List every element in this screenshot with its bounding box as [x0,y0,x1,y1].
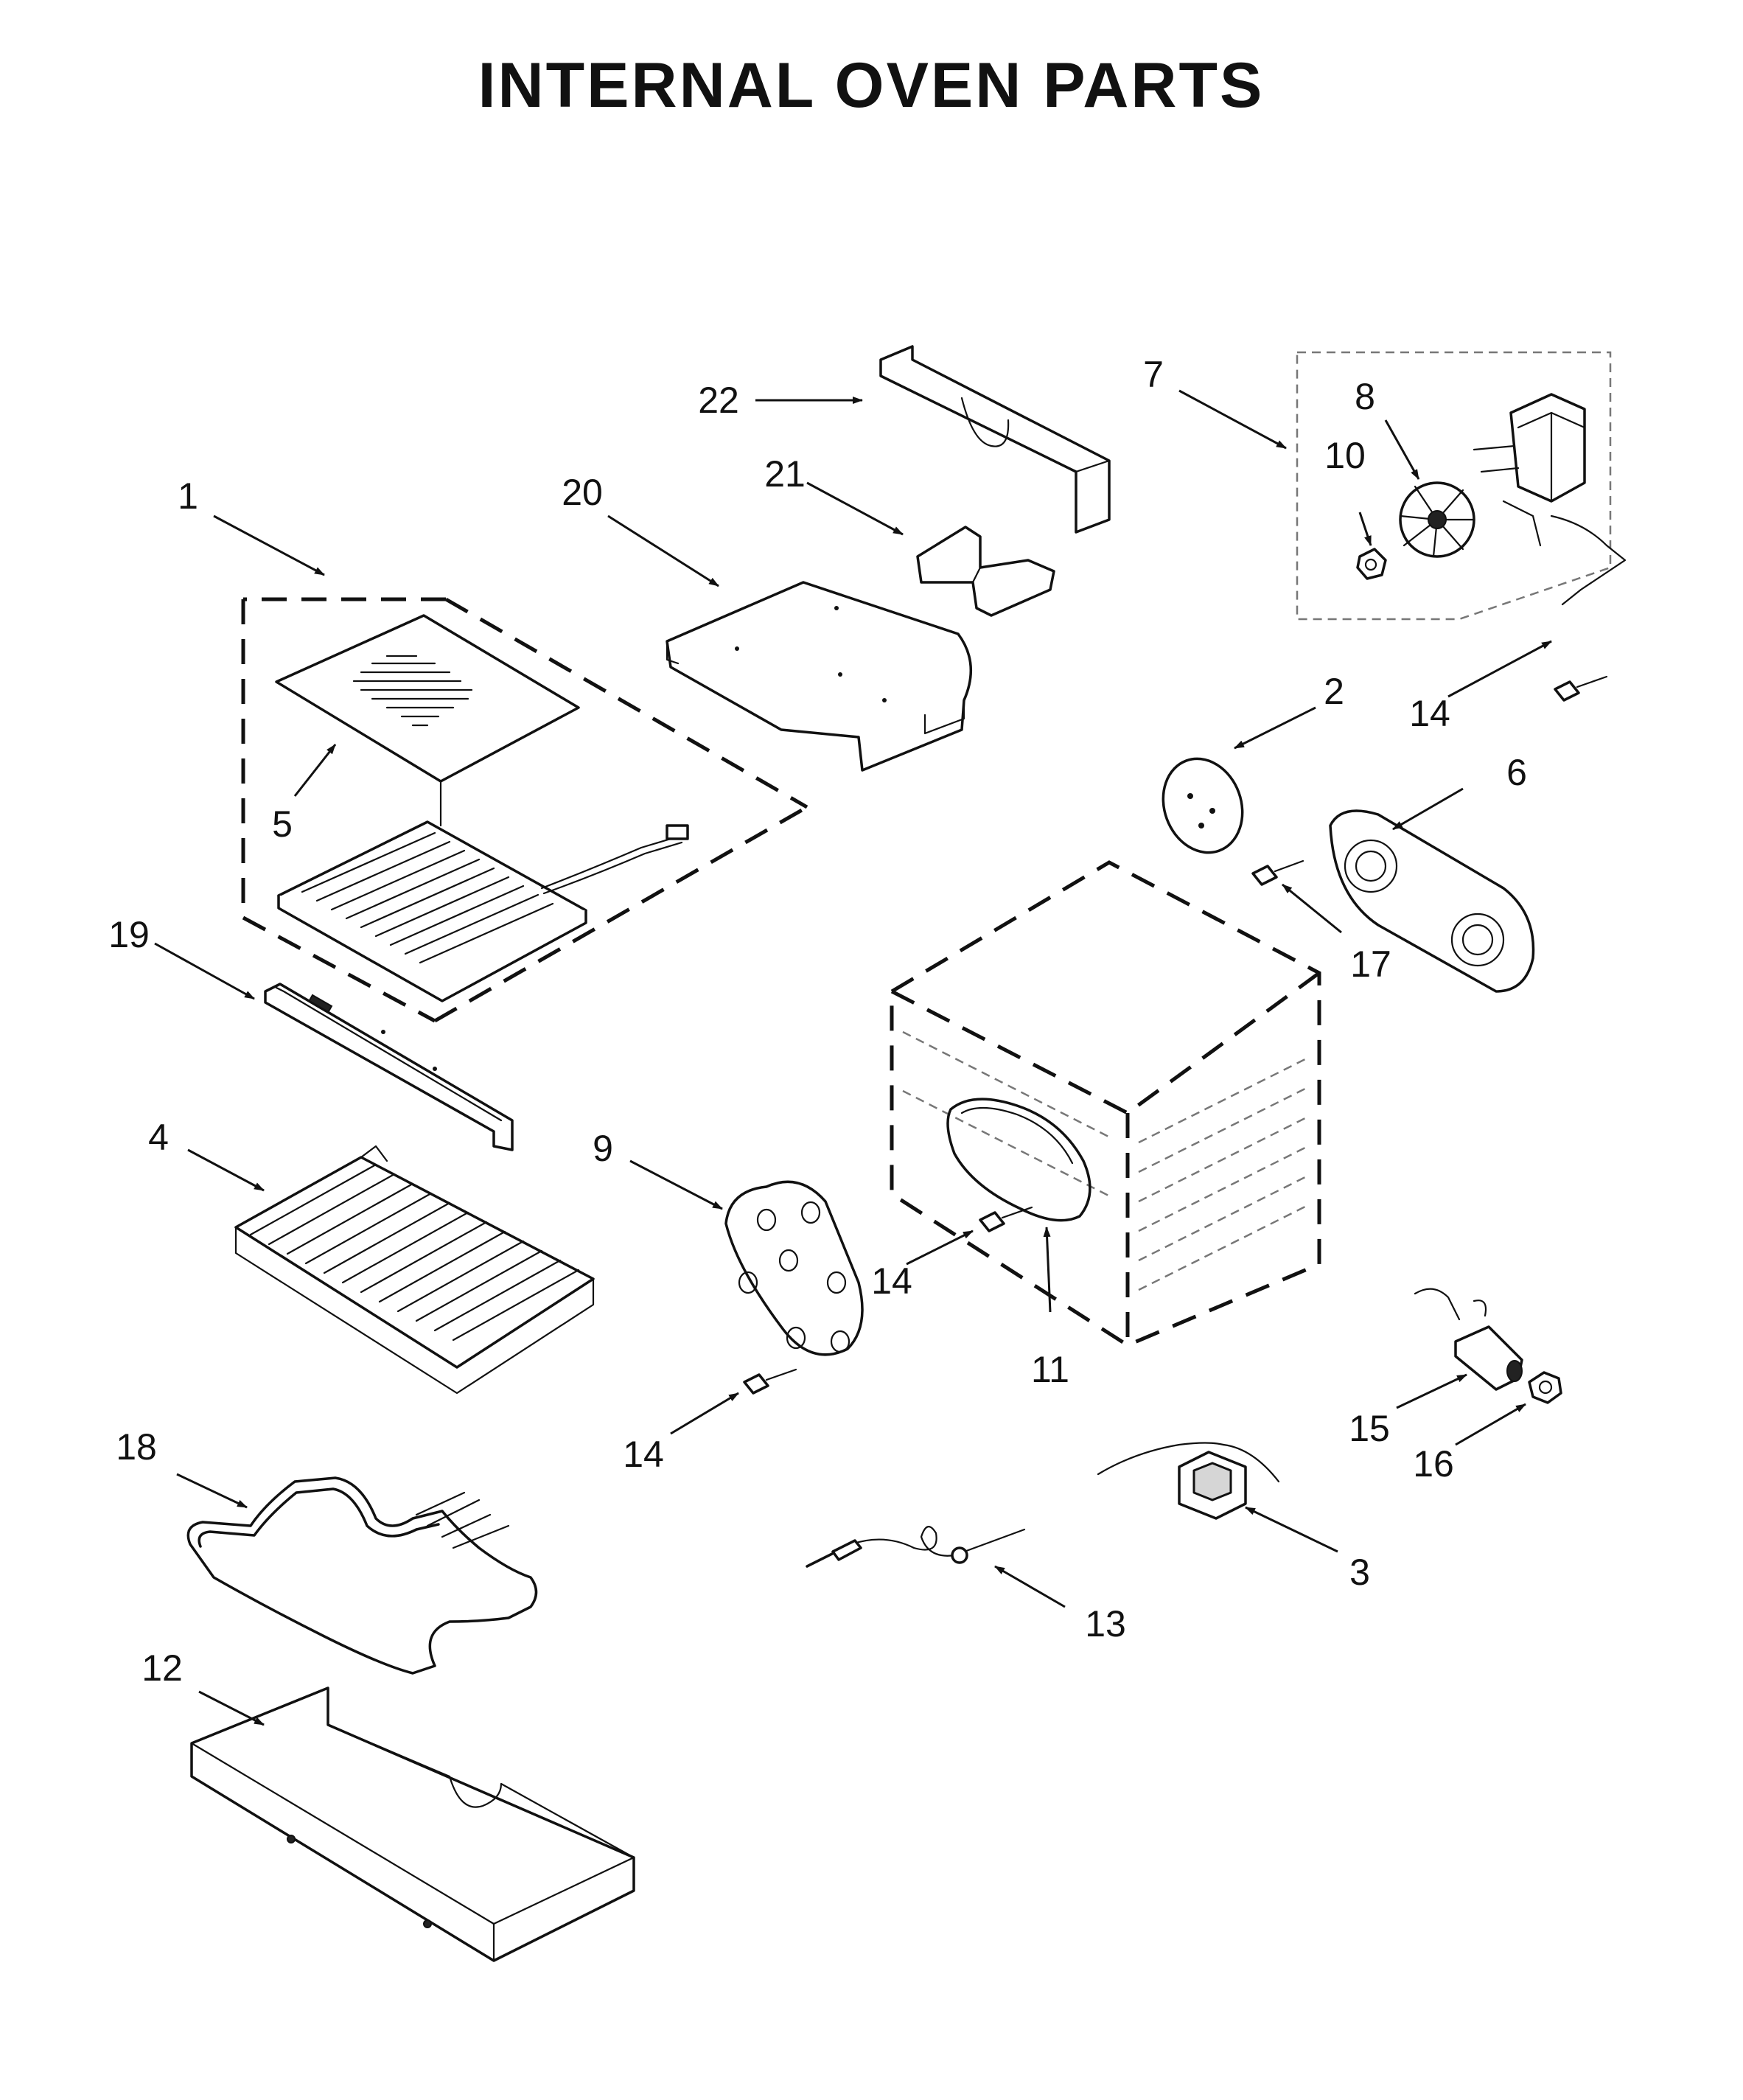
part-13-probe [806,1526,1026,1568]
part-18-broil-element [186,1476,538,1675]
page-title: INTERNAL OVEN PARTS [478,50,1265,121]
callout-12: 12 [142,1647,183,1689]
part-7-convection-assembly [1296,351,1627,621]
callout-4: 4 [148,1117,169,1158]
callout-14-upper: 14 [1409,693,1450,734]
part-21-bracket [916,526,1055,617]
screw-14-middle [979,1206,1033,1232]
part-12-bottom-pan [190,1686,635,1962]
callout-2: 2 [1324,671,1344,712]
callout-14-lower: 14 [623,1434,664,1475]
callouts: 1 2 3 4 5 6 7 8 9 10 11 12 13 14 14 14 1… [108,354,1527,1689]
part-2-fan-cover [1162,757,1244,854]
callout-9: 9 [593,1128,613,1169]
callout-21: 21 [764,453,806,495]
part-22-shield [879,345,1111,534]
callout-19: 19 [108,914,150,955]
callout-10: 10 [1324,435,1366,476]
callout-8: 8 [1355,376,1375,417]
callout-13: 13 [1085,1603,1126,1644]
leader-lines [154,389,1552,1726]
screw-14-lower [743,1368,797,1395]
part-3-sensor [1097,1442,1280,1520]
oven-cavity [890,860,1321,1347]
callout-6: 6 [1506,752,1527,793]
callout-15: 15 [1349,1408,1390,1449]
callout-20: 20 [562,472,603,513]
part-9-plate [724,1180,864,1356]
part-5-glass-panel [275,614,580,827]
callout-18: 18 [116,1426,157,1468]
part-1-dashed-group [241,597,808,1023]
part-4-oven-rack [234,1145,595,1395]
part-10-nut [1356,548,1387,580]
callout-7: 7 [1143,354,1164,395]
callout-1: 1 [178,475,198,517]
part-20-plate [666,581,973,772]
callout-22: 22 [698,380,739,421]
screw-17 [1251,859,1304,886]
part-15-component [1414,1288,1523,1391]
callout-17: 17 [1350,943,1391,985]
part-16-nut [1528,1371,1562,1404]
callout-16: 16 [1413,1443,1454,1485]
part-19-bracket [264,983,514,1151]
callout-5: 5 [272,803,293,845]
callout-3: 3 [1349,1552,1370,1593]
screw-14-upper [1554,675,1608,702]
part-1-bake-element [277,820,689,1002]
part-6-rear-panel [1329,809,1535,993]
callout-11: 11 [1031,1349,1069,1390]
callout-14-middle: 14 [871,1260,912,1302]
part-8-fan-blade [1399,481,1475,558]
